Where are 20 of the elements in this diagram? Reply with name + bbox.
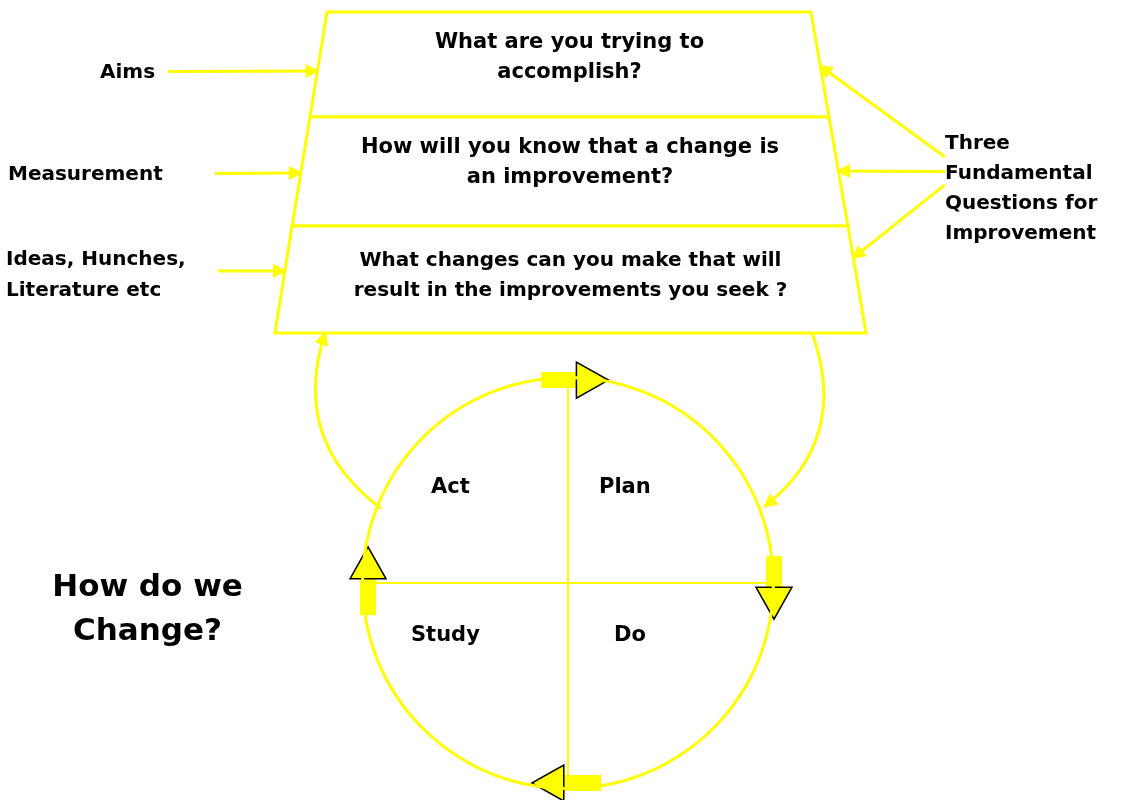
- side-label: Aims: [100, 56, 168, 87]
- heading-text: How do we Change?: [51, 566, 244, 649]
- side-label: Measurement: [8, 158, 215, 189]
- quadrant-label: Plan: [599, 474, 651, 498]
- question-text: How will you know that a change is an improvement?: [359, 133, 781, 190]
- trapezoid-band: [310, 12, 829, 117]
- question-text: What changes can you make that will result in the improvements you seek ?: [352, 246, 789, 303]
- quadrant-label: Do: [614, 622, 646, 646]
- block-arrow: [531, 764, 602, 800]
- block-arrow: [541, 361, 610, 399]
- trapezoid-band: [275, 226, 866, 333]
- trapezoid-band: [292, 117, 848, 226]
- question-text: What are you trying to accomplish?: [433, 28, 706, 85]
- side-label: Ideas, Hunches, Literature etc: [6, 243, 218, 305]
- cycle-circle: [361, 376, 775, 790]
- quadrant-label: Act: [431, 474, 470, 498]
- block-arrow: [755, 556, 793, 620]
- side-label: Three Fundamental Questions for Improvement: [945, 127, 1130, 247]
- quadrant-label: Study: [411, 622, 480, 646]
- block-arrow: [349, 546, 387, 616]
